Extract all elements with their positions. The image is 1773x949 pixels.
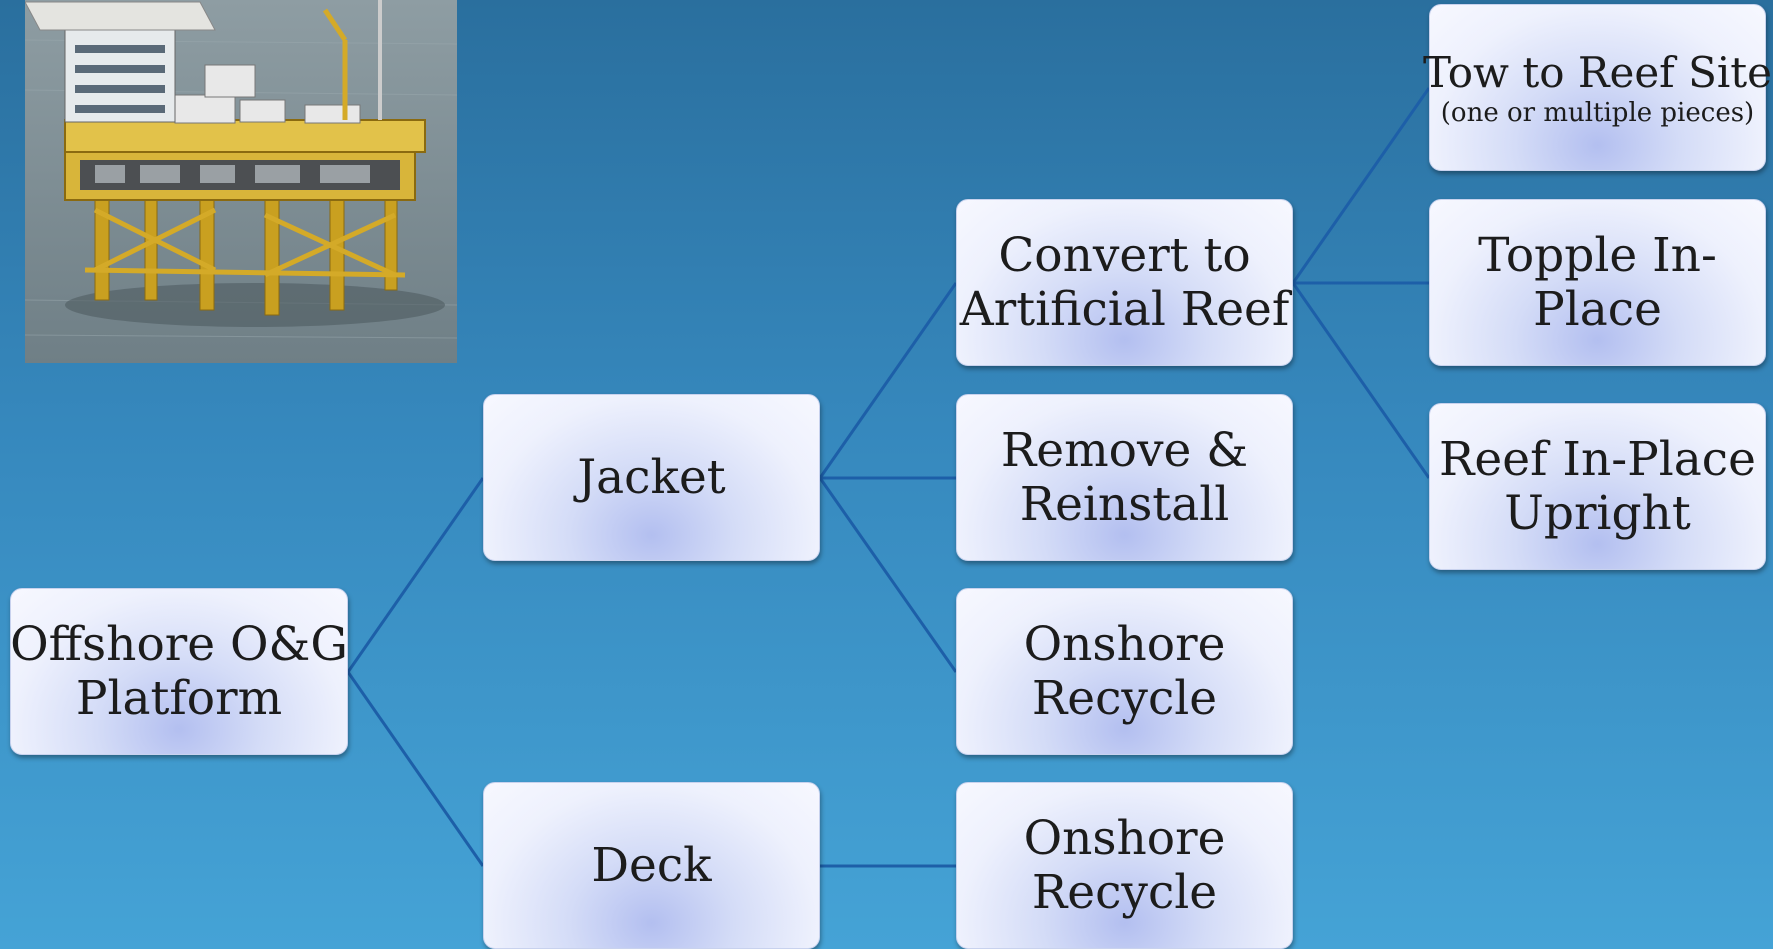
node-reef-in-place-upright: Reef In-Place Upright xyxy=(1429,403,1766,570)
node-recycle-deck-line-2: Recycle xyxy=(1031,864,1218,920)
node-convert-artificial-reef: Convert to Artificial Reef xyxy=(956,199,1293,366)
connector-root-deck xyxy=(346,671,485,867)
node-convert-line-2: Artificial Reef xyxy=(959,281,1290,337)
node-deck: Deck xyxy=(483,782,820,949)
connector-convert-tow xyxy=(1291,87,1431,284)
connector-jacket-recycle xyxy=(818,477,958,673)
node-topple-line-1: Topple In- xyxy=(1478,227,1717,283)
node-tow-title: Tow to Reef Site xyxy=(1422,47,1773,97)
offshore-platform-photo xyxy=(25,0,457,363)
connector-root-jacket xyxy=(346,477,485,673)
node-onshore-recycle-jacket: Onshore Recycle xyxy=(956,588,1293,755)
node-tow-subtitle: (one or multiple pieces) xyxy=(1440,97,1755,128)
node-convert-line-1: Convert to xyxy=(998,227,1251,283)
node-topple-line-2: Place xyxy=(1533,281,1662,337)
node-offshore-platform-line-1: Offshore O&G xyxy=(10,616,348,672)
node-onshore-recycle-deck: Onshore Recycle xyxy=(956,782,1293,949)
node-upright-line-2: Upright xyxy=(1504,485,1691,541)
node-remove-line-1: Remove & xyxy=(1000,422,1249,478)
node-offshore-platform-line-2: Platform xyxy=(75,670,283,726)
node-topple-in-place: Topple In- Place xyxy=(1429,199,1766,366)
node-recycle-jacket-line-1: Onshore xyxy=(1023,616,1226,672)
node-remove-line-2: Reinstall xyxy=(1019,476,1230,532)
node-jacket-label: Jacket xyxy=(577,449,726,505)
node-upright-line-1: Reef In-Place xyxy=(1439,431,1756,487)
node-remove-reinstall: Remove & Reinstall xyxy=(956,394,1293,561)
node-recycle-deck-line-1: Onshore xyxy=(1023,810,1226,866)
node-offshore-platform: Offshore O&G Platform xyxy=(10,588,348,755)
node-tow-reef-site: Tow to Reef Site (one or multiple pieces… xyxy=(1423,4,1772,171)
node-recycle-jacket-line-2: Recycle xyxy=(1031,670,1218,726)
connector-convert-upright xyxy=(1291,282,1431,479)
connector-jacket-convert xyxy=(818,282,958,479)
node-jacket: Jacket xyxy=(483,394,820,561)
node-deck-label: Deck xyxy=(591,837,712,893)
